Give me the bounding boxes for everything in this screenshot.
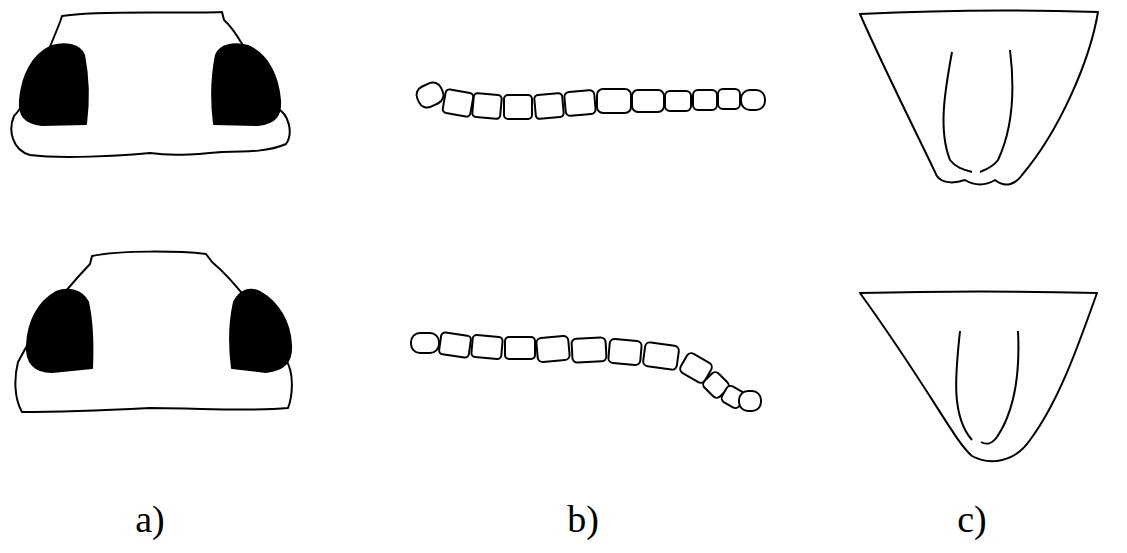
segment-groove [944, 52, 972, 172]
pronotum-outline [11, 12, 289, 157]
panel-label: a) [135, 500, 165, 538]
segment-groove [981, 331, 1018, 444]
eye-spot [27, 290, 92, 372]
antenna [414, 80, 765, 120]
segment-groove [956, 331, 972, 440]
antenna [411, 332, 761, 411]
eye-spot [20, 44, 88, 125]
segment-outline [860, 10, 1098, 184]
pronotum-outline [15, 252, 292, 412]
panel-label: c) [957, 500, 987, 538]
eye-spot [230, 290, 291, 372]
panel-label: b) [567, 500, 599, 538]
eye-spot [212, 44, 280, 125]
segment-groove [980, 50, 1012, 172]
segment-outline [860, 292, 1097, 462]
